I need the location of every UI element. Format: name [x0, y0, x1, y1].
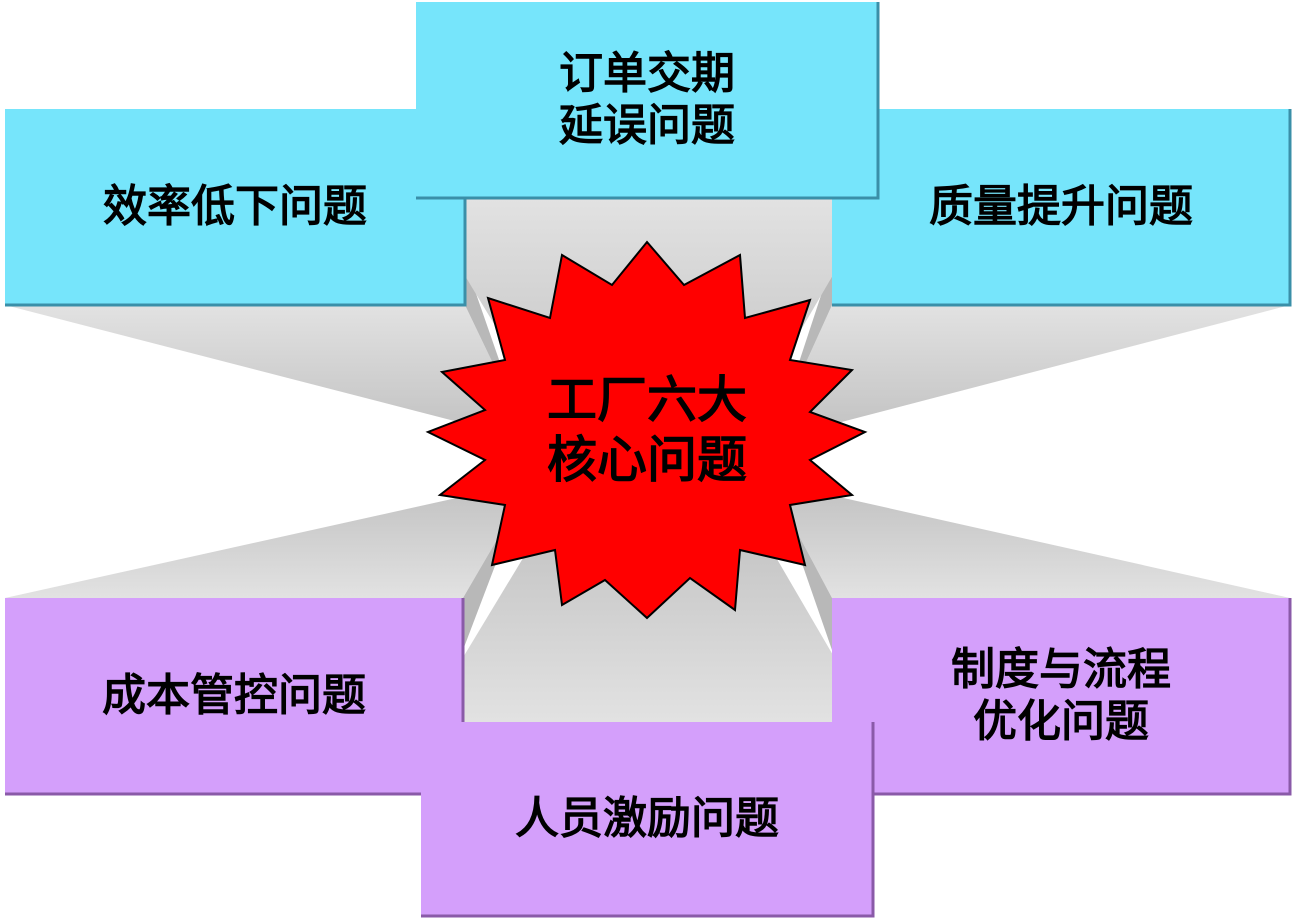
- box-top-center-shape: [416, 2, 880, 200]
- center-label: 工厂六大 核心问题: [547, 371, 747, 489]
- box-top-left-label: 效率低下问题: [103, 181, 367, 232]
- box-top-right-label: 质量提升问题: [929, 181, 1193, 232]
- box-bottom-center-shape: [421, 722, 875, 918]
- box-bottom-left-shape: [5, 598, 465, 796]
- starburst-icon: [425, 240, 868, 620]
- box-top-right-shape: [832, 109, 1292, 307]
- center-node: 工厂六大 核心问题: [497, 360, 797, 500]
- box-bottom-center: 人员激励问题: [421, 722, 873, 916]
- box-top-center: 订单交期 延误问题: [416, 2, 878, 198]
- box-bottom-right-shape: [832, 598, 1292, 796]
- box-top-center-label: 订单交期 延误问题: [559, 48, 735, 151]
- box-top-left: 效率低下问题: [5, 109, 465, 305]
- box-top-left-shape: [5, 109, 467, 307]
- box-bottom-left: 成本管控问题: [5, 598, 463, 794]
- box-bottom-right: 制度与流程 优化问题: [832, 598, 1290, 794]
- box-bottom-right-label: 制度与流程 优化问题: [951, 644, 1171, 747]
- box-top-right: 质量提升问题: [832, 109, 1290, 305]
- box-bottom-left-label: 成本管控问题: [102, 670, 366, 721]
- box-bottom-center-label: 人员激励问题: [515, 793, 779, 844]
